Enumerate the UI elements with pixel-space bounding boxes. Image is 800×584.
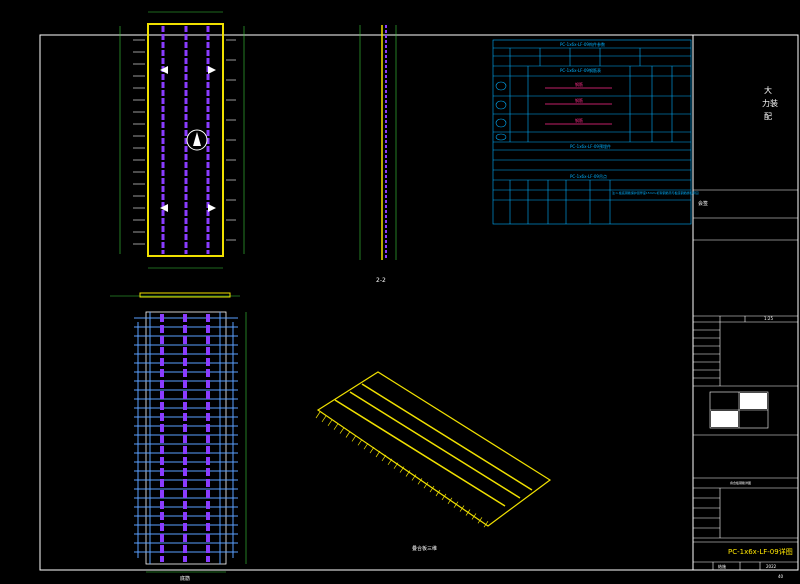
iso-tick <box>387 458 393 465</box>
iso-tick <box>429 485 435 493</box>
iso-view-label: 叠合板三维 <box>412 545 437 552</box>
iso-tick <box>369 446 375 454</box>
page-value: 2022 <box>766 564 777 569</box>
section-label: 2-2 <box>376 277 386 284</box>
scale-hint: 1:25 <box>764 316 773 321</box>
iso-tick <box>477 517 483 524</box>
iso-tick <box>381 454 387 462</box>
iso-tick <box>471 513 477 520</box>
iso-tick <box>345 431 351 438</box>
title-block-frame <box>692 34 799 571</box>
iso-tick <box>453 501 459 508</box>
iso-tick <box>363 443 369 450</box>
iso-tick <box>399 466 405 473</box>
iso-tick <box>411 474 417 481</box>
table-highlight-2: 钢筋 <box>575 97 583 103</box>
iso-tick <box>357 439 363 446</box>
iso-tick <box>441 493 447 501</box>
rebar-grid-view <box>134 311 247 573</box>
drawing-number: 结施 <box>718 563 726 569</box>
note-small: 叠合板钢筋详图 <box>730 480 751 485</box>
table-subheader-lift: PC-1x6x-LF-09吊点 <box>570 173 607 179</box>
iso-tick <box>327 419 333 426</box>
drawing-frame <box>39 34 799 571</box>
drawing-name: PC-1x6x-LF-09详图 <box>728 547 793 556</box>
iso-tick <box>423 482 429 489</box>
table-header: PC-1x6x-LF-09构件参数 <box>560 41 605 47</box>
iso-tick <box>333 423 339 430</box>
slab-plan-view <box>119 11 245 269</box>
section-view <box>359 25 397 260</box>
plan-view-label: 底筋 <box>180 575 190 582</box>
table-subheader-embed: PC-1x6x-LF-09预埋件 <box>570 143 611 149</box>
title-block-cn-3: 配 <box>764 112 772 121</box>
stamp-label: 会签 <box>698 200 708 207</box>
sheet-number: 40 <box>778 574 784 579</box>
iso-tick <box>465 509 471 516</box>
isometric-view <box>315 371 552 528</box>
iso-tick <box>417 478 423 485</box>
iso-tick <box>315 411 321 419</box>
iso-tick <box>393 462 399 469</box>
title-block <box>693 189 798 570</box>
table-highlight-3: 钢筋 <box>575 117 583 123</box>
iso-tick <box>375 450 381 458</box>
iso-tick <box>447 497 453 504</box>
iso-tick <box>483 521 489 528</box>
iso-tick <box>459 505 465 512</box>
title-block-cn-2: 力装 <box>762 98 778 108</box>
iso-tick <box>321 415 327 423</box>
iso-tick <box>351 435 357 442</box>
iso-tick <box>405 470 411 477</box>
iso-tick <box>435 489 441 497</box>
table-note: 注:1.板底钢筋保护层厚度15mm,桁架钢筋须与板底钢筋绑扎牢固 <box>612 190 699 195</box>
table-highlight-1: 钢筋 <box>575 81 583 87</box>
iso-tick <box>339 427 345 434</box>
title-block-cn-1: 大 <box>764 85 772 95</box>
table-subheader-rebar: PC-1x6x-LF-09钢筋表 <box>560 67 601 73</box>
parameter-table <box>492 39 692 225</box>
